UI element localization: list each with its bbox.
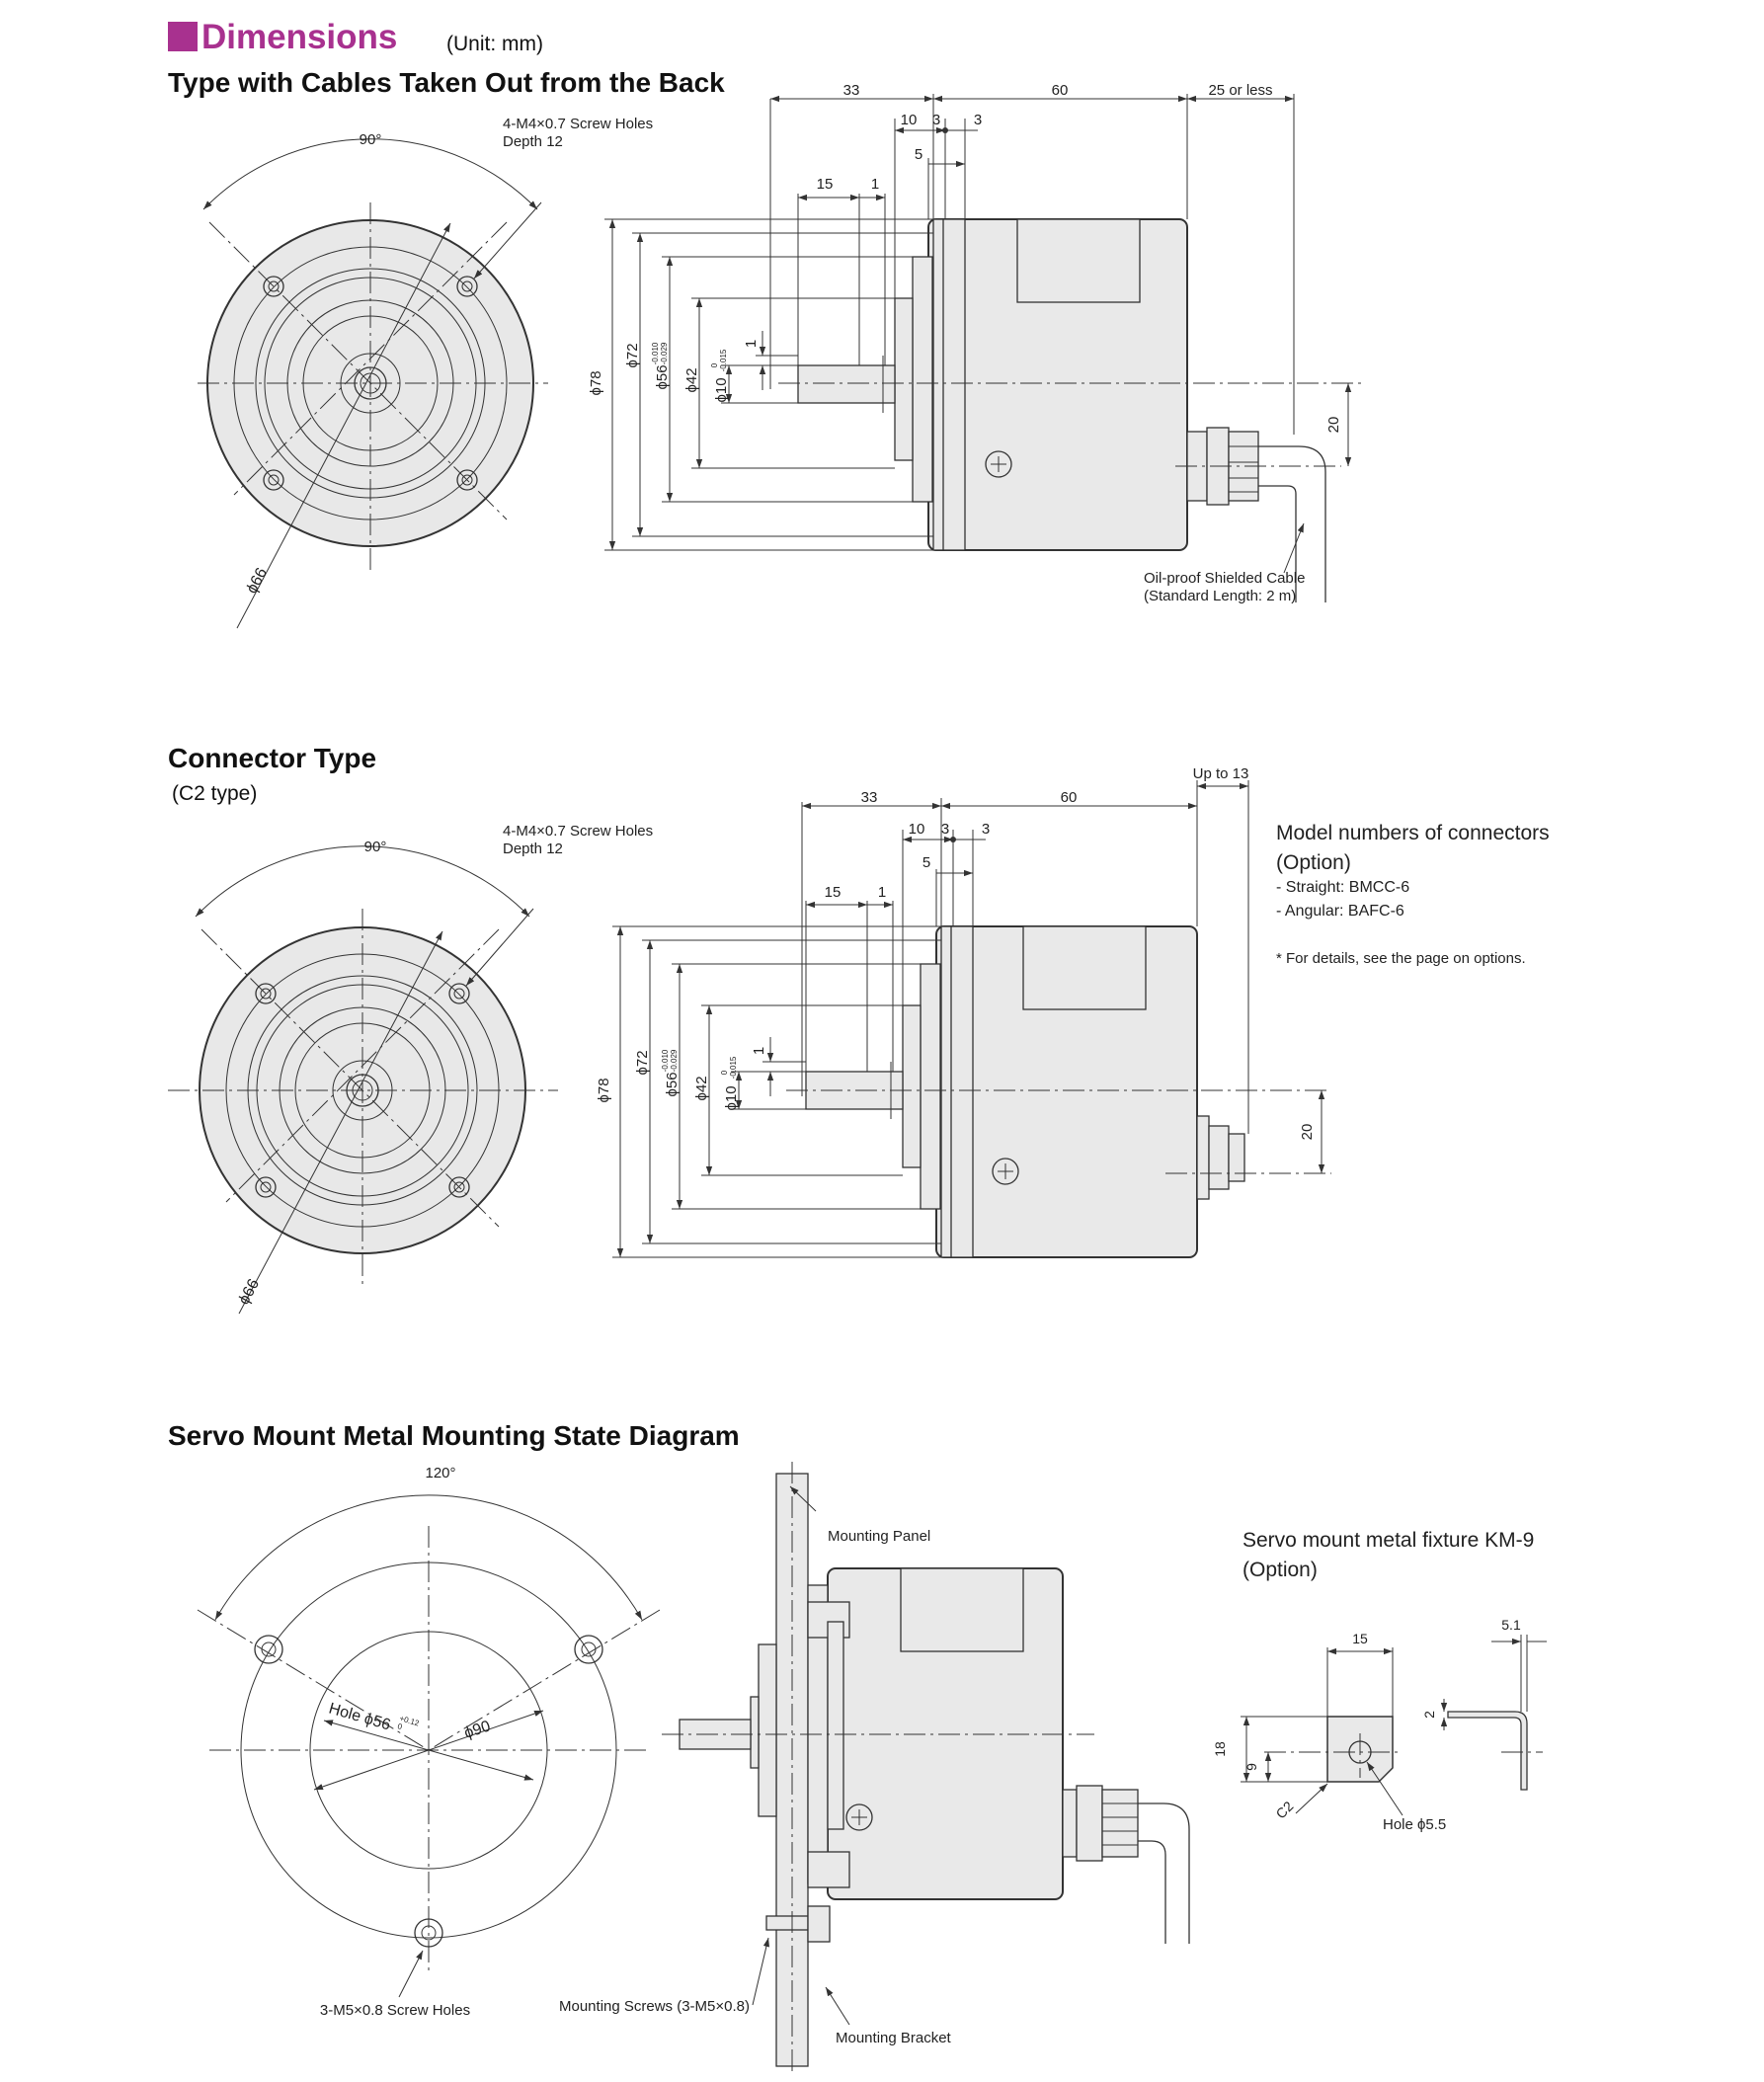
servo-angle-label: 120°: [425, 1465, 455, 1481]
dim-15: 15: [817, 176, 834, 193]
c-dim-1-shaft: 1: [751, 1047, 767, 1055]
dim-3b: 3: [974, 112, 982, 128]
section-connector-subtitle: (C2 type): [172, 782, 258, 805]
c-dia-78: ϕ78: [596, 1078, 612, 1102]
fixture-chamfer-c2: C2: [1272, 1798, 1296, 1821]
dia-42: ϕ42: [683, 367, 700, 392]
dim-60: 60: [1052, 82, 1069, 99]
models-title: Model numbers of connectors: [1276, 822, 1550, 844]
c-dia-72: ϕ72: [634, 1050, 651, 1075]
front-view-connector: [168, 845, 558, 1315]
dim-33: 33: [843, 82, 860, 99]
dia-10-tol-upper: 0: [710, 362, 719, 367]
hole-56-tol-lower: 0: [396, 1722, 403, 1731]
dia-10-tol-lower: -0.015: [719, 349, 728, 371]
c-dim-1: 1: [878, 884, 886, 901]
fixture-dim-15: 15: [1352, 1631, 1368, 1646]
dim-1: 1: [871, 176, 879, 193]
dim-1-shaft: 1: [743, 340, 760, 348]
dim-3a: 3: [932, 112, 940, 128]
fixture-option: (Option): [1243, 1559, 1318, 1581]
fixture-hole-label: Hole ϕ5.5: [1383, 1816, 1446, 1833]
c-dia-56: ϕ56: [664, 1072, 681, 1096]
c-dim-10: 10: [909, 821, 925, 838]
model-angular: - Angular: BAFC-6: [1276, 903, 1404, 920]
screw-holes-label: 4-M4×0.7 Screw Holes: [503, 116, 653, 132]
c-dim-up-to-13: Up to 13: [1193, 765, 1249, 782]
section-connector-title: Connector Type: [168, 743, 377, 773]
dia-56-tol-upper: -0.010: [651, 342, 660, 364]
c-dim-60: 60: [1061, 789, 1078, 806]
c-dia-10: ϕ10: [723, 1085, 740, 1110]
fixture-dim-2: 2: [1421, 1711, 1437, 1719]
mounting-bracket-label: Mounting Bracket: [836, 2030, 952, 2046]
c-dia-10-tol-lower: -0.015: [729, 1056, 738, 1079]
dia-10: ϕ10: [713, 377, 730, 402]
c-dia-10-tol-upper: 0: [720, 1070, 729, 1075]
angle-label: 90°: [360, 131, 382, 148]
unit-label: (Unit: mm): [446, 33, 543, 55]
dim-25-or-less: 25 or less: [1208, 82, 1272, 99]
c-dim-5: 5: [922, 854, 930, 871]
dia-90-label: ϕ90: [462, 1718, 493, 1741]
servo-screw-holes-label: 3-M5×0.8 Screw Holes: [320, 2002, 470, 2019]
cable-length-label: (Standard Length: 2 m): [1144, 588, 1296, 604]
fixture-dim-9: 9: [1243, 1763, 1259, 1771]
dia-78: ϕ78: [588, 370, 604, 395]
fixture-dim-18: 18: [1212, 1741, 1228, 1757]
model-straight: - Straight: BMCC-6: [1276, 879, 1409, 896]
screw-holes-depth: Depth 12: [503, 133, 563, 150]
c-dim-3a: 3: [941, 821, 949, 838]
fixture-dim-5-1: 5.1: [1501, 1617, 1521, 1633]
fixture-title: Servo mount metal fixture KM-9: [1243, 1529, 1534, 1552]
dia-56-tol-lower: -0.029: [660, 342, 669, 364]
c-dim-3b: 3: [982, 821, 990, 838]
connector-angle-label: 90°: [364, 839, 387, 855]
section-back-title: Type with Cables Taken Out from the Back: [168, 67, 725, 98]
mounting-screws-label: Mounting Screws (3-M5×0.8): [559, 1998, 750, 2015]
side-view-back: [604, 94, 1361, 602]
c-dim-33: 33: [861, 789, 878, 806]
connector-pcd-label: ϕ66: [236, 1276, 264, 1308]
c-dia-56-tol-lower: -0.029: [670, 1049, 679, 1072]
c-dia-56-tol-upper: -0.010: [661, 1049, 670, 1072]
mounting-panel-label: Mounting Panel: [828, 1528, 930, 1545]
c-dia-42: ϕ42: [693, 1076, 710, 1100]
models-note: * For details, see the page on options.: [1276, 950, 1526, 967]
servo-front-view: [197, 1494, 661, 1998]
dim-10: 10: [901, 112, 918, 128]
km9-fixture: [1241, 1635, 1547, 1816]
servo-side-view: [662, 1462, 1190, 2074]
connector-screw-depth: Depth 12: [503, 841, 563, 857]
dia-56: ϕ56: [654, 364, 671, 389]
connector-screw-holes: 4-M4×0.7 Screw Holes: [503, 823, 653, 840]
dimensions-marker: [168, 22, 198, 51]
c-dim-15: 15: [825, 884, 842, 901]
dim-5: 5: [915, 146, 922, 163]
cable-label: Oil-proof Shielded Cable: [1144, 570, 1305, 587]
side-view-connector: [612, 780, 1331, 1258]
c-dim-20: 20: [1299, 1124, 1316, 1141]
dia-72: ϕ72: [624, 343, 641, 367]
section-servo-title: Servo Mount Metal Mounting State Diagram: [168, 1420, 740, 1451]
hole-56-label: Hole ϕ56: [327, 1701, 392, 1734]
models-option: (Option): [1276, 851, 1351, 874]
front-view-back: [198, 138, 548, 629]
pcd-label: ϕ66: [244, 565, 272, 597]
dim-20: 20: [1325, 417, 1342, 434]
dimensions-title: Dimensions: [201, 18, 398, 56]
